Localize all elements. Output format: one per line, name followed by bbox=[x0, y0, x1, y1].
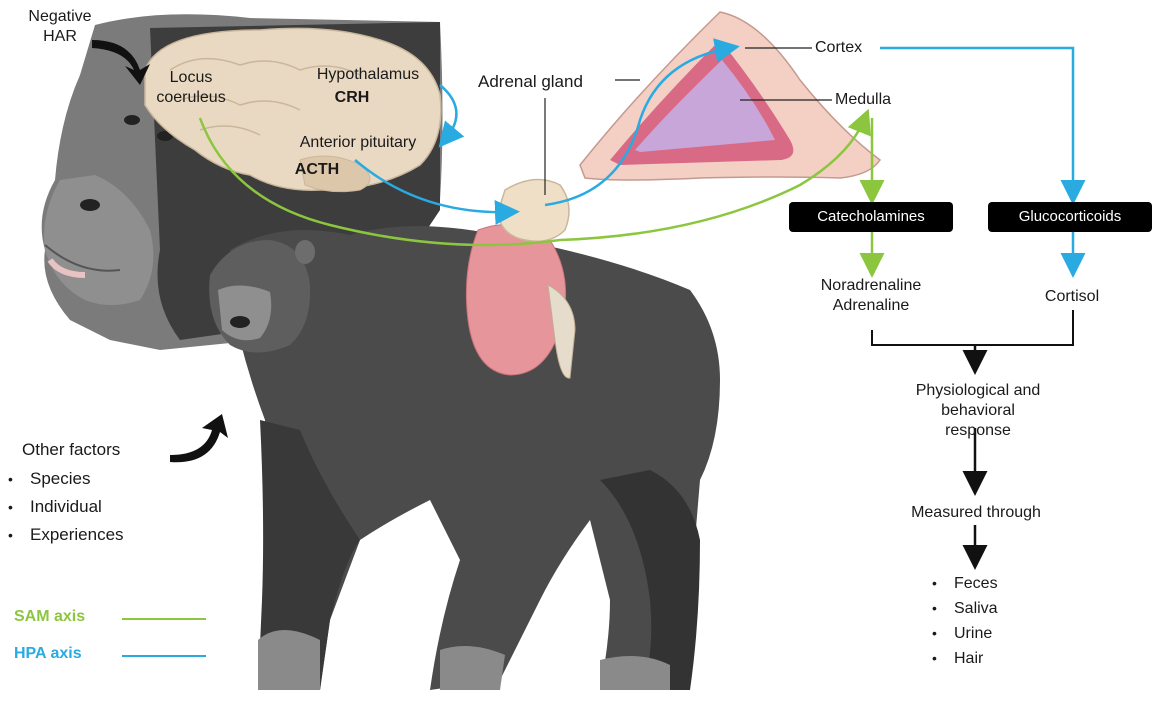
anterior-pituitary-label: Anterior pituitary bbox=[300, 133, 417, 153]
other-factors-arrow bbox=[170, 414, 228, 462]
locus-coeruleus-label: Locus coeruleus bbox=[156, 68, 225, 108]
negative-har-label: Negative HAR bbox=[28, 7, 91, 47]
cortisol-label: Cortisol bbox=[1045, 287, 1099, 307]
catecholamines-box: Catecholamines bbox=[789, 202, 953, 232]
other-factor-item: Individual bbox=[8, 493, 124, 521]
cortex-label: Cortex bbox=[815, 38, 862, 58]
other-factors-title: Other factors bbox=[22, 440, 120, 460]
measure-item: Feces bbox=[932, 571, 998, 596]
legend-hpa-line bbox=[122, 655, 206, 657]
other-factor-item: Species bbox=[8, 465, 124, 493]
hypothalamus-label: Hypothalamus bbox=[317, 65, 419, 85]
measured-through-label: Measured through bbox=[911, 503, 1041, 523]
gorilla-body bbox=[209, 226, 720, 690]
other-factor-item: Experiences bbox=[8, 521, 124, 549]
legend-sam-line bbox=[122, 618, 206, 620]
kidney-adrenal-illustration bbox=[466, 180, 575, 379]
legend-sam-label: SAM axis bbox=[14, 608, 85, 626]
measures-list: Feces Saliva Urine Hair bbox=[932, 571, 998, 671]
medulla-label: Medulla bbox=[835, 90, 891, 110]
glucocorticoids-box: Glucocorticoids bbox=[988, 202, 1152, 232]
acth-label: ACTH bbox=[295, 160, 339, 180]
measure-item: Saliva bbox=[932, 596, 998, 621]
other-factors-list: Species Individual Experiences bbox=[8, 465, 124, 549]
noradrenaline-adrenaline-label: Noradrenaline Adrenaline bbox=[821, 276, 922, 316]
legend-hpa-label: HPA axis bbox=[14, 645, 82, 663]
measure-item: Hair bbox=[932, 646, 998, 671]
adrenal-gland-label: Adrenal gland bbox=[478, 72, 583, 92]
response-label: Physiological and behavioral response bbox=[891, 381, 1065, 441]
crh-label: CRH bbox=[335, 88, 370, 108]
measure-item: Urine bbox=[932, 621, 998, 646]
hpa-line-cortex-to-glucocorticoids bbox=[880, 48, 1073, 195]
